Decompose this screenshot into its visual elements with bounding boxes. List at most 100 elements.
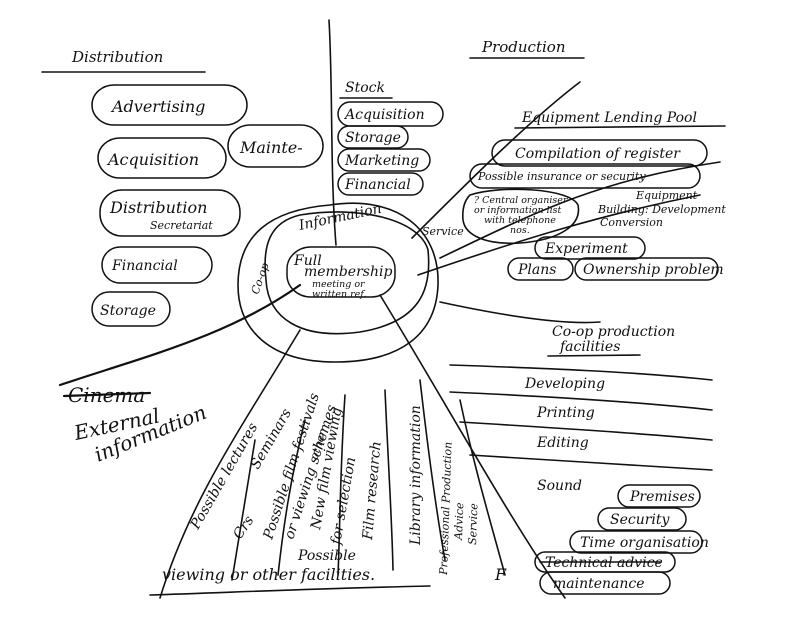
- fan-right-edge: [379, 294, 566, 599]
- compilation-label: Compilation of register: [515, 146, 681, 162]
- facility-line-4: [469, 454, 713, 471]
- fan-inner-1: [231, 439, 256, 581]
- developing-label: Developing: [524, 376, 605, 392]
- building-line3: Conversion: [600, 216, 663, 229]
- insurance-oval: [469, 163, 701, 189]
- crossed-strike: [62, 391, 152, 398]
- plans-oval: [507, 257, 574, 281]
- fan-bottom: [149, 585, 431, 596]
- maintenance-oval: [539, 571, 671, 595]
- mainte-label: Mainte-: [239, 138, 303, 157]
- time-org-label: Time organisation: [580, 535, 709, 551]
- central-organiser-ring: [462, 188, 580, 245]
- central-organiser-3: with telephone: [484, 215, 556, 226]
- outer-hub-ring: [237, 202, 439, 363]
- maintenance-label: maintenance: [553, 576, 645, 592]
- distribution-label-2: Secretariat: [150, 219, 213, 232]
- stock-acquisition-label: Acquisition: [343, 107, 425, 123]
- stock-storage-label: Storage: [345, 130, 401, 146]
- central-organiser-1: ? Central organiser: [474, 195, 569, 206]
- acquisition-label: Acquisition: [106, 150, 199, 169]
- experiment-label: Experiment: [544, 241, 628, 257]
- stock-marketing-label: Marketing: [344, 153, 419, 169]
- acquisition-oval: [97, 137, 227, 179]
- spoke-top: [328, 19, 337, 246]
- hub-inner-line2: membership: [304, 264, 392, 280]
- distribution-cluster: Distribution Advertising Acquisition Mai…: [41, 48, 324, 327]
- production-cluster: Production Equipment Lending Pool Compil…: [462, 38, 726, 281]
- stock-financial-label: Financial: [344, 177, 411, 193]
- production-heading: Production: [481, 38, 565, 56]
- facilities-underline: [547, 354, 641, 357]
- external-cluster: Cinema External information: [62, 383, 210, 467]
- distribution-heading: Distribution: [71, 48, 163, 66]
- spokes: [58, 19, 721, 599]
- fan-professional-3: Service: [466, 502, 480, 545]
- premises-oval: [617, 484, 701, 508]
- stock-cluster: Stock Acquisition Storage Marketing Fina…: [337, 80, 444, 196]
- spoke-lower-left: [58, 283, 302, 387]
- experiment-oval: [534, 236, 646, 260]
- fan-professional-2: Advice: [452, 502, 466, 541]
- storage-oval: [91, 291, 171, 327]
- fan-inner-5: [419, 379, 446, 561]
- building-line1: Equipment: [635, 189, 698, 202]
- stock-marketing-oval: [337, 148, 431, 172]
- hub-inner-line3: meeting or: [312, 279, 366, 290]
- financial-oval: [101, 246, 213, 284]
- facility-line-3: [459, 421, 713, 441]
- security-oval: [597, 507, 687, 531]
- fan-crs: Crs: [230, 513, 257, 542]
- membership-box: [286, 246, 396, 298]
- fan-bottom-possible: Possible: [297, 548, 356, 564]
- central-hub: Co-op Information Service Full membershi…: [237, 201, 464, 363]
- fan-ft: F: [494, 565, 507, 584]
- inner-hub-ring: [264, 211, 430, 335]
- storage-label: Storage: [100, 303, 156, 319]
- distribution-label-1: Distribution: [109, 198, 207, 217]
- advertising-label: Advertising: [110, 97, 205, 116]
- facilities-heading-1: Co-op production: [552, 324, 675, 340]
- ownership-label: Ownership problem: [583, 262, 724, 278]
- fan-professional-1: Professional Production: [437, 442, 455, 577]
- fan-inner-3: [337, 394, 346, 576]
- spoke-to-facilities: [439, 301, 601, 324]
- equipment-underline: [514, 125, 726, 129]
- hub-inner-line1: Full: [293, 253, 322, 269]
- spoke-lower-right: [417, 194, 701, 276]
- sound-label: Sound: [537, 478, 582, 494]
- stock-financial-oval: [337, 172, 424, 196]
- fan-inner-4: [384, 389, 394, 571]
- printing-label: Printing: [536, 405, 595, 421]
- fan-left-edge: [159, 329, 301, 599]
- facility-line-2: [449, 391, 713, 411]
- spoke-to-equipment-a: [411, 81, 581, 239]
- building-line2: Building: Development: [597, 203, 726, 216]
- editing-label: Editing: [536, 435, 589, 451]
- fan-library: Library information: [408, 405, 424, 546]
- fan-bottom-viewing: viewing or other facilities.: [162, 565, 375, 584]
- central-organiser-4: nos.: [510, 225, 530, 236]
- hub-title-mid: Information: [297, 201, 383, 234]
- financial-label: Financial: [111, 258, 178, 274]
- distribution-oval: [99, 189, 241, 237]
- premises-label: Premises: [629, 489, 695, 505]
- plans-label: Plans: [517, 262, 556, 278]
- time-org-oval: [569, 530, 703, 554]
- equipment-heading: Equipment Lending Pool: [521, 110, 697, 126]
- stock-storage-oval: [337, 125, 409, 149]
- advertising-oval: [91, 84, 248, 126]
- central-organiser-2: or information list: [474, 205, 562, 216]
- technical-advice-label: Technical advice: [545, 555, 663, 571]
- fan-film-research: Film research: [360, 441, 385, 542]
- hub-inner-line4: written ref.: [312, 289, 366, 300]
- mainte-oval: [227, 124, 324, 168]
- insurance-label: Possible insurance or security: [477, 170, 646, 183]
- facilities-heading-2: facilities: [559, 339, 620, 355]
- facility-line-1: [449, 364, 713, 381]
- ownership-oval: [574, 257, 719, 281]
- fan-possible-lectures: Possible lectures: [187, 420, 261, 533]
- fan-inner-6: [459, 399, 506, 576]
- security-label: Security: [610, 512, 671, 528]
